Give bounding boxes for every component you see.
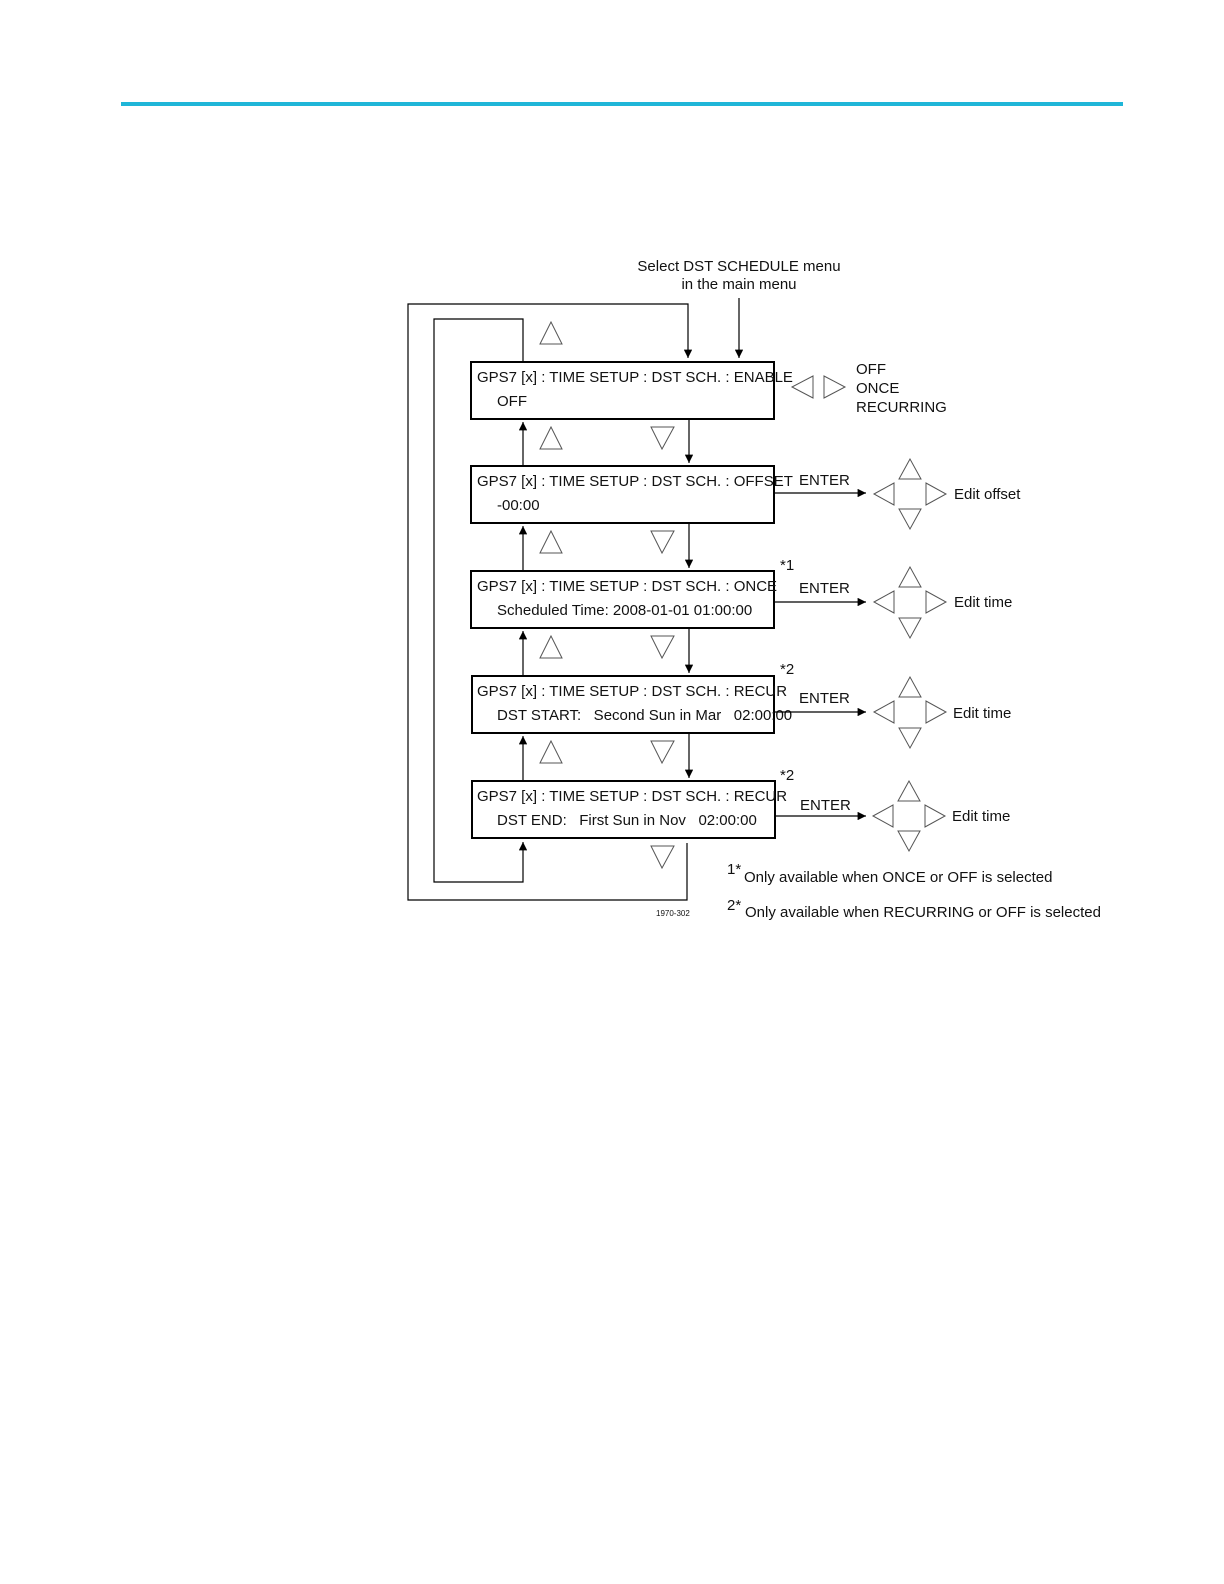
entry-note-line2: in the main menu bbox=[681, 276, 796, 293]
up-key-icon bbox=[539, 739, 563, 764]
marker-label: *2 bbox=[780, 661, 794, 678]
footnote-mark: 2* bbox=[727, 897, 741, 914]
edit-label: Edit time bbox=[952, 808, 1010, 825]
screen-recur-end bbox=[471, 780, 776, 839]
enable-option: ONCE bbox=[856, 380, 899, 397]
header-rule bbox=[121, 102, 1123, 106]
screen-offset-title: GPS7 [x] : TIME SETUP : DST SCH. : OFFSE… bbox=[477, 473, 793, 490]
dst-schedule-menu-diagram: Select DST SCHEDULE menu in the main men… bbox=[407, 258, 1101, 921]
screen-enable-title: GPS7 [x] : TIME SETUP : DST SCH. : ENABL… bbox=[477, 369, 793, 386]
enter-label: ENTER bbox=[799, 580, 850, 597]
outer-loop-connector bbox=[407, 303, 693, 901]
footnote-text: Only available when ONCE or OFF is selec… bbox=[744, 869, 1052, 886]
down-key-icon bbox=[650, 530, 675, 555]
enter-label: ENTER bbox=[800, 797, 851, 814]
down-key-icon bbox=[650, 426, 675, 451]
figure-id: 1970-302 bbox=[656, 909, 690, 918]
dpad-icon bbox=[871, 779, 947, 853]
screen-recur-start bbox=[471, 675, 775, 734]
down-key-icon bbox=[650, 635, 675, 660]
edit-label: Edit offset bbox=[954, 486, 1021, 503]
enter-label: ENTER bbox=[799, 472, 850, 489]
marker-label: *1 bbox=[780, 557, 794, 574]
up-key-icon bbox=[539, 320, 563, 345]
footnote-text: Only available when RECURRING or OFF is … bbox=[745, 904, 1101, 921]
inner-loop-connector bbox=[433, 318, 528, 883]
screen-recur-end-value: DST END: First Sun in Nov 02:00:00 bbox=[497, 812, 757, 829]
up-key-icon bbox=[539, 634, 563, 659]
down-key-icon bbox=[650, 740, 675, 765]
edit-label: Edit time bbox=[953, 705, 1011, 722]
screen-enable-value: OFF bbox=[497, 393, 527, 410]
enable-option: RECURRING bbox=[856, 399, 947, 416]
screen-offset bbox=[470, 465, 775, 524]
screen-enable bbox=[470, 361, 775, 420]
screen-recur-start-value: DST START: Second Sun in Mar 02:00:00 bbox=[497, 707, 792, 724]
down-key-icon bbox=[650, 845, 675, 870]
dpad-icon bbox=[872, 675, 948, 750]
up-key-icon bbox=[539, 529, 563, 554]
screen-recur-end-title: GPS7 [x] : TIME SETUP : DST SCH. : RECUR bbox=[477, 788, 787, 805]
dpad-icon bbox=[872, 565, 948, 640]
left-key-icon bbox=[790, 375, 814, 399]
up-key-icon bbox=[539, 425, 563, 450]
marker-label: *2 bbox=[780, 767, 794, 784]
screen-recur-start-title: GPS7 [x] : TIME SETUP : DST SCH. : RECUR bbox=[477, 683, 787, 700]
screen-once-value: Scheduled Time: 2008-01-01 01:00:00 bbox=[497, 602, 752, 619]
footnote-mark: 1* bbox=[727, 861, 741, 878]
screen-once-title: GPS7 [x] : TIME SETUP : DST SCH. : ONCE bbox=[477, 578, 777, 595]
enable-option: OFF bbox=[856, 361, 886, 378]
entry-note-line1: Select DST SCHEDULE menu bbox=[637, 258, 840, 275]
screen-once bbox=[470, 570, 775, 629]
screen-offset-value: -00:00 bbox=[497, 497, 540, 514]
enter-label: ENTER bbox=[799, 690, 850, 707]
edit-label: Edit time bbox=[954, 594, 1012, 611]
dpad-icon bbox=[872, 457, 948, 531]
right-key-icon bbox=[823, 375, 847, 399]
